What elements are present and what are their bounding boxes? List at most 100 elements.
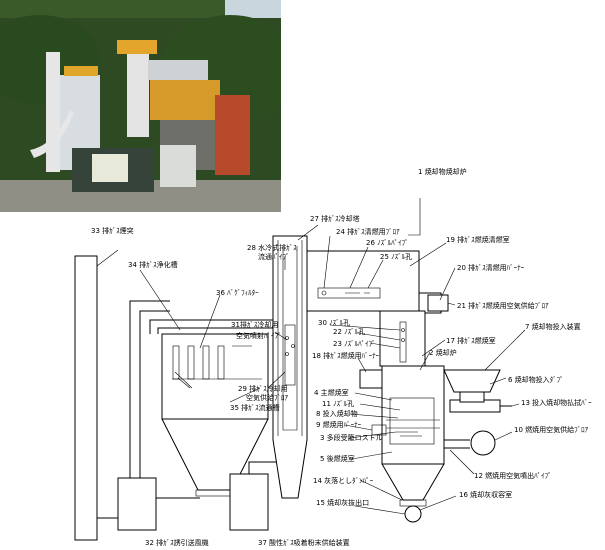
label-27: 27 排ｶﾞｽ冷却塔 [310,214,360,223]
label-14: 14 灰落としﾀﾞﾝﾊﾟｰ [313,476,374,485]
cooling-tower [127,52,149,137]
leader-25 [367,259,384,289]
leader-6 [489,377,507,385]
sky-band [0,0,281,18]
ash-outlet-15 [404,505,422,523]
combustion-blower-10 [470,430,496,456]
label-19: 19 排ｶﾞｽ燃焼清燃室 [446,235,510,244]
leader-5 [351,451,393,460]
pipe-powder-feed [248,461,286,474]
label-25: 25 ﾉｽﾞﾙ孔 [380,253,412,261]
leader-1 [408,198,421,236]
pipe-fan-up-inner [139,310,170,478]
label-31b: 空気噴射ﾊﾟｲﾌﾟ [236,331,282,340]
main-chamber-4 [389,397,435,445]
leader-19 [409,242,447,267]
leader-24 [323,235,331,289]
chimney [74,255,98,541]
gas-reburn-chamber-19 [306,250,420,312]
label-20: 20 排ｶﾞｽ清燃用ﾊﾞｰﾅｰ [457,263,525,272]
nozzle-hole-30b [291,344,295,348]
leader-23 [369,342,401,349]
leader-4 [354,392,393,401]
sky-patch [225,0,281,18]
cooling-pipe-28 [277,240,303,436]
leader-20 [439,267,456,301]
nozzle-hole-30a [285,336,289,340]
leader-7 [484,329,526,371]
pipe-tank-cooler-outer [149,319,275,334]
induced-fan-32 [117,477,157,531]
label-29b: 空気供給ﾌﾞﾛｱ [246,393,288,402]
label-28b: 流通ﾊﾟｲﾌﾟ [258,252,290,261]
leader-8 [349,413,399,419]
nozzle-hole-22b [401,338,405,342]
leader-12 [449,449,475,475]
leader-10 [494,431,513,441]
cooling-tower-27 [272,235,308,499]
nozzle-hole-25 [321,290,327,296]
pipe-tank-cooler-inner [157,327,275,334]
leader-2 [419,351,431,371]
label-18: 18 排ｶﾞｽ燃焼用ﾊﾞｰﾅｰ [312,351,380,360]
leader-26 [349,246,369,289]
label-7: 7 焼却物投入装置 [525,322,581,331]
label-28a: 28 水冷式排ｶﾞｽ [247,243,297,252]
leader-15 [354,505,406,515]
leader-14 [359,479,403,501]
label-21: 21 排ｶﾞｽ燃焼用空気供給ﾌﾞﾛｱ [457,301,549,310]
leader-16 [419,495,457,511]
label-10: 10 燃焼用空気供給ﾌﾞﾛｱ [514,425,589,434]
leader-21 [447,302,456,306]
label-30: 30 ﾉｽﾞﾙ孔 [318,319,350,327]
feed-hopper-6 [443,369,501,393]
label-9: 9 燃焼用ﾊﾞｰﾅｰ [316,420,362,429]
hopper-unit [160,145,196,187]
leader-3 [349,431,397,439]
tank-outlet [195,489,235,497]
pipe-fan-up [129,300,170,478]
gas-burner-18 [359,369,383,389]
label-8: 8 投入焼却物 [316,409,358,418]
air-injection-pipe-31 [284,324,296,386]
label-37: 37 酸性ｶﾞｽ吸着粉末供給装置 [258,538,350,547]
label-3: 3 多段受籠ロストル [320,433,383,442]
grate-3 [386,419,440,429]
duct [148,60,208,80]
label-22: 22 ﾉｽﾞﾙ孔 [333,328,365,336]
leader-27 [297,224,319,241]
label-36: 36 ﾊﾞｸﾞﾌｨﾙﾀｰ [216,289,259,297]
label-29a: 29 排ｶﾞｽ冷却用 [238,384,288,393]
filter-pulse [174,371,193,389]
nozzle-pipe-23 [399,321,407,363]
label-12: 12 燃焼用空気噴出ﾊﾟｲﾌﾟ [474,471,552,480]
label-32: 32 排ｶﾞｽ誘引送風機 [145,538,209,547]
leader-30 [329,324,401,331]
leader-18 [357,357,367,373]
leader-34 [139,269,181,331]
label-2: 2 焼却炉 [429,348,457,357]
label-24: 24 排ｶﾞｽ清燃用ﾌﾞﾛｱ [336,227,400,236]
nozzle-pipe-26 [317,287,381,299]
leader-22 [357,332,401,341]
label-5: 5 後燃焼室 [320,454,355,463]
feed-chute [459,391,485,403]
leader-13 [511,403,520,407]
label-23: 23 ﾉｽﾞﾙﾊﾟｲﾌﾟ [333,340,376,348]
label-34: 34 排ｶﾞｽ浄化槽 [128,260,178,269]
label-33: 33 排ｶﾞｽ煙突 [91,226,134,235]
leader-29 [267,371,286,389]
nozzle-hole-30c [285,352,289,356]
label-31a: 31排ｶﾞｽ冷却用 [231,320,278,329]
label-13: 13 投入焼却物払拭ﾊﾞｰ [521,398,592,407]
nozzle-hole-22a [401,328,405,332]
label-35: 35 排ｶﾞｽ流通槽 [230,403,280,412]
label-16: 16 焼却灰収容室 [459,490,512,499]
facility-photo [0,0,281,212]
leader-9 [344,424,373,431]
furnace-2 [381,365,445,465]
label-26: 26 ﾉｽﾞﾙﾊﾟｲﾌﾟ [366,239,409,247]
tower-top-railing [117,40,157,54]
label-1: 1 焼却物焼却炉 [418,167,467,176]
